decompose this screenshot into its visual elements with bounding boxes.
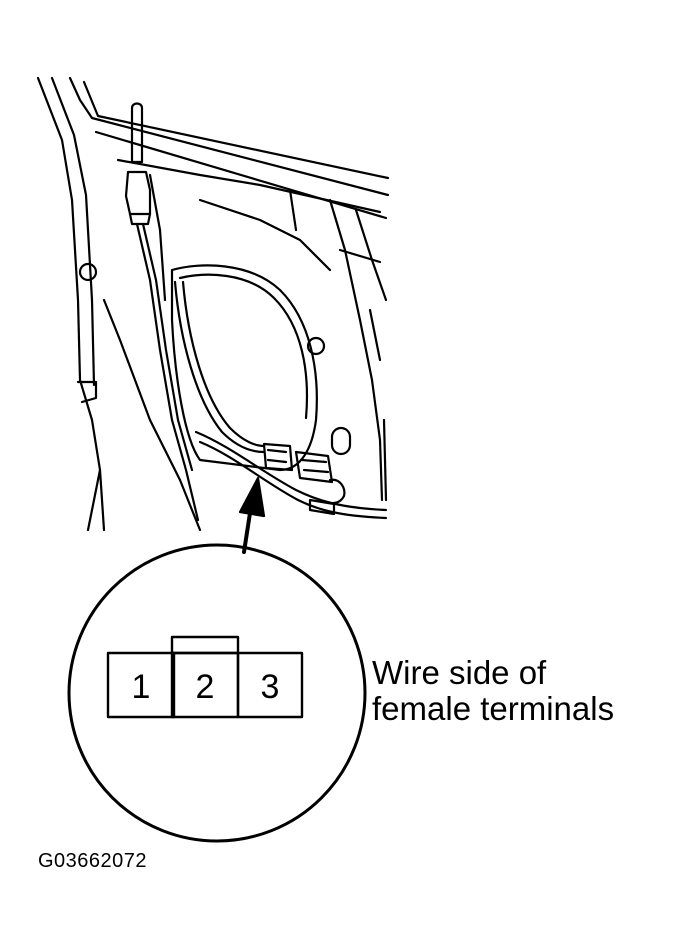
- pointer-arrow: [238, 476, 266, 554]
- lock-rod: [124, 102, 200, 522]
- caption-line-2: female terminals: [372, 690, 614, 727]
- door-panel-opening: [170, 264, 318, 472]
- pin-label-3: 3: [261, 668, 280, 706]
- mounting-hole: [306, 336, 326, 356]
- connector-lock-tab: [170, 635, 240, 655]
- wire-harness: [173, 280, 388, 520]
- connector-face: [106, 635, 304, 719]
- terminal-cavity-1: [106, 651, 176, 719]
- caption-line-1: Wire side of: [372, 654, 547, 691]
- connector-detail-circle: [67, 543, 367, 843]
- door-frame-outline: [36, 76, 390, 532]
- pin-label-2: 2: [196, 668, 215, 706]
- terminal-cavity-3: [236, 651, 304, 719]
- figure-code: G03662072: [38, 850, 148, 872]
- pin-label-1: 1: [132, 668, 151, 706]
- mounting-slot: [330, 426, 352, 456]
- harness-connector-pair: [262, 442, 336, 516]
- mounting-hole: [78, 262, 98, 282]
